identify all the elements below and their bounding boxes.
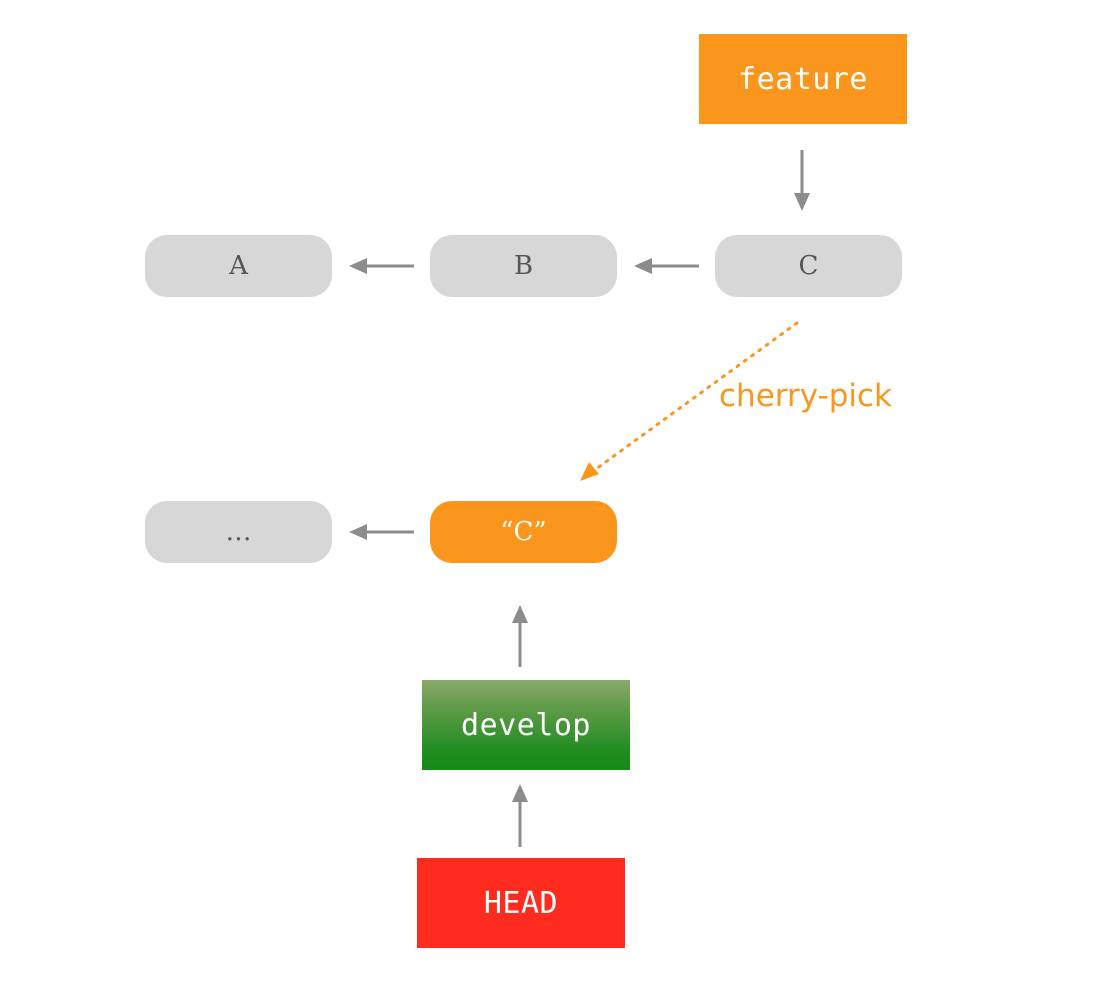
head-to-develop-arrow	[512, 784, 528, 847]
commit-c-copy: “C”	[430, 501, 617, 563]
c-to-b-arrow	[634, 258, 699, 274]
commit-a: A	[145, 235, 332, 297]
branch-feature: feature	[699, 34, 907, 124]
cherry-pick-label: cherry-pick	[719, 378, 892, 414]
branch-develop: develop	[422, 680, 630, 770]
commit-ellipsis: …	[145, 501, 332, 563]
develop-to-c-copy-arrow	[512, 605, 528, 667]
c-copy-to-ellipsis-arrow	[349, 524, 414, 540]
feature-to-c-arrow	[794, 150, 810, 211]
b-to-a-arrow	[349, 258, 414, 274]
head-pointer: HEAD	[417, 858, 625, 948]
commit-b: B	[430, 235, 617, 297]
commit-c: C	[715, 235, 902, 297]
